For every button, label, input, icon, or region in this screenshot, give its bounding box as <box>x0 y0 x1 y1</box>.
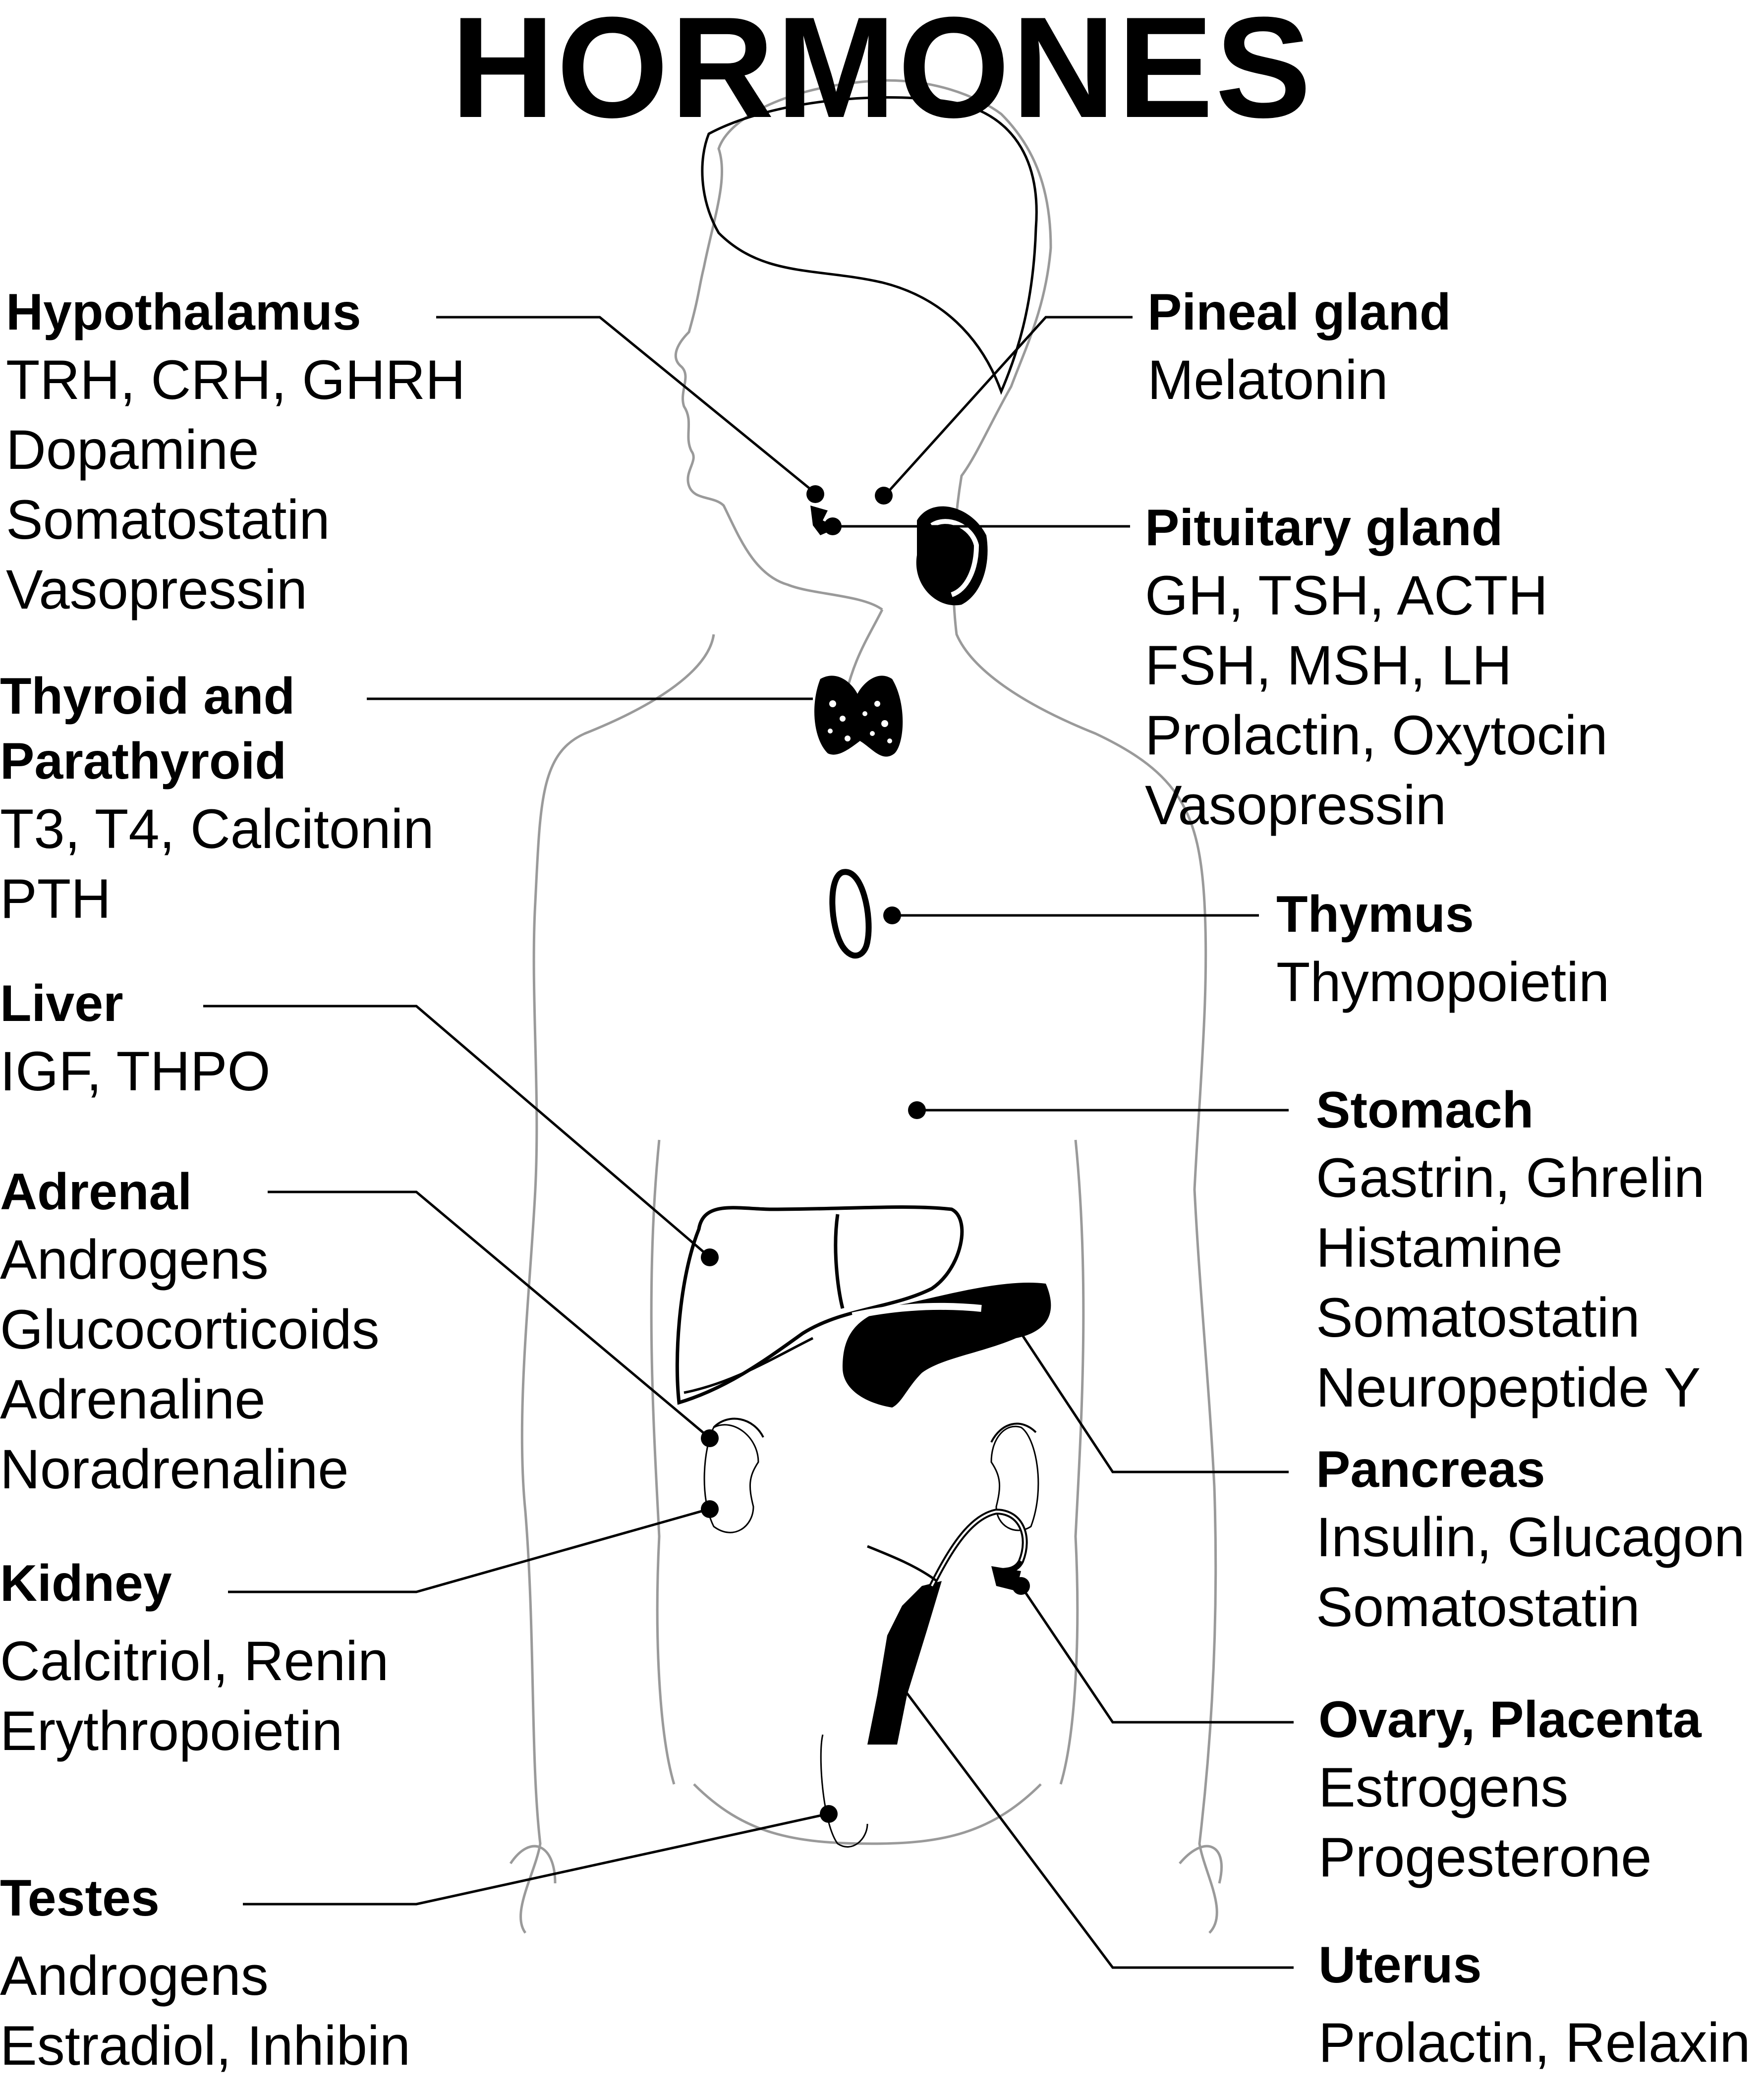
adrenal-left <box>713 1417 764 1438</box>
testes-dot <box>820 1805 838 1823</box>
hormone-line: T3, T4, Calcitonin <box>0 798 434 860</box>
pineal-dot <box>875 487 893 505</box>
label-pituitary: Pituitary gland GH, TSH, ACTH FSH, MSH, … <box>1145 496 1608 840</box>
gland-name: Pineal gland <box>1147 283 1451 341</box>
hormone-line: IGF, THPO <box>0 1040 271 1103</box>
hormone-line: Vasopressin <box>6 559 308 621</box>
pelvic-line <box>867 1545 938 1582</box>
liver-fold <box>834 1214 845 1309</box>
brain-outline <box>701 96 1038 395</box>
pituitary-dot <box>824 517 842 535</box>
kidney-leader <box>228 1508 709 1593</box>
testes-leader <box>243 1812 828 1906</box>
stomach-dot <box>908 1101 926 1119</box>
label-thymus: Thymus Thymopoietin <box>1276 882 1609 1017</box>
uterus-shape <box>867 1581 942 1745</box>
thymus-shape <box>829 869 872 959</box>
kidney-dot <box>701 1500 719 1518</box>
gland-name: Pituitary gland <box>1145 499 1503 557</box>
hormone-line: Somatostatin <box>1316 1287 1640 1349</box>
hormone-line: TRH, CRH, GHRH <box>6 349 466 411</box>
hormone-line: Prolactin, Relaxin <box>1318 2012 1751 2074</box>
hormone-line: Insulin, Glucagon <box>1316 1506 1745 1569</box>
hormone-line: Somatostatin <box>6 489 330 551</box>
hormone-line: FSH, MSH, LH <box>1145 634 1512 697</box>
liver-edge <box>683 1337 814 1394</box>
hormone-line: Dopamine <box>6 419 259 481</box>
hormone-line: Histamine <box>1316 1217 1563 1279</box>
gland-name-line: Thyroid and <box>0 668 295 725</box>
label-adrenal: Adrenal Androgens Glucocorticoids Adrena… <box>0 1160 380 1504</box>
gland-name: Ovary, Placenta <box>1318 1691 1702 1749</box>
hypothalamus-dot <box>806 485 824 503</box>
adrenal-dot <box>701 1429 719 1447</box>
hormone-line: Calcitriol, Renin <box>0 1630 389 1693</box>
hormone-line: Vasopressin <box>1145 774 1447 837</box>
liver-dot <box>701 1248 719 1266</box>
liver-shape <box>675 1205 964 1405</box>
gland-name: Thymus <box>1276 886 1474 943</box>
page-title: HORMONES <box>451 0 1313 148</box>
hormone-line: Estradiol, Inhibin <box>0 2015 411 2077</box>
hypothalamus-leader <box>436 316 816 494</box>
hormone-line: Thymopoietin <box>1276 951 1610 1014</box>
uterus-leader <box>896 1679 1294 1969</box>
adrenal-right <box>990 1422 1037 1443</box>
hormone-line: Estrogens <box>1318 1756 1569 1819</box>
gland-name: Pancreas <box>1316 1441 1545 1498</box>
label-pineal: Pineal gland Melatonin <box>1147 280 1451 415</box>
liver-leader <box>203 1005 710 1257</box>
hormone-line: Androgens <box>0 1229 269 1291</box>
hormone-line: PTH <box>0 868 111 930</box>
label-pancreas: Pancreas Insulin, Glucagon Somatostatin <box>1316 1437 1745 1642</box>
stomach-inner <box>852 1302 982 1319</box>
ovary-leader <box>1020 1585 1294 1724</box>
hormone-line: Prolactin, Oxytocin <box>1145 704 1608 767</box>
hormone-line: Neuropeptide Y <box>1316 1356 1701 1419</box>
hormone-line: Gastrin, Ghrelin <box>1316 1147 1705 1209</box>
stomach-shape <box>843 1283 1051 1408</box>
gland-name: Kidney <box>0 1555 172 1612</box>
label-kidney: Kidney Calcitriol, Renin Erythropoietin <box>0 1551 389 1766</box>
hormone-line: Melatonin <box>1147 349 1388 411</box>
torso-lines <box>509 1139 1223 1884</box>
fallopian-tube-inner <box>931 1510 1026 1586</box>
hormone-line: Adrenaline <box>0 1368 266 1431</box>
gland-name: Liver <box>0 975 123 1032</box>
label-stomach: Stomach Gastrin, Ghrelin Histamine Somat… <box>1316 1078 1705 1422</box>
body-outline-left <box>519 634 715 1934</box>
hormone-line: GH, TSH, ACTH <box>1145 565 1548 627</box>
pineal-leader <box>884 316 1133 497</box>
hormone-line: Progesterone <box>1318 1826 1652 1889</box>
hormone-line: Erythropoietin <box>0 1700 343 1762</box>
label-hypothalamus: Hypothalamus TRH, CRH, GHRH Dopamine Som… <box>6 280 465 624</box>
ovary-dot <box>1012 1577 1030 1595</box>
gland-name-line: Parathyroid <box>0 733 286 790</box>
gland-name: Stomach <box>1316 1081 1534 1139</box>
hormone-line: Androgens <box>0 1945 269 2007</box>
thyroid-shape <box>814 676 903 757</box>
thymus-dot <box>883 906 901 924</box>
thyroid-speckles <box>828 700 892 743</box>
label-uterus: Uterus Prolactin, Relaxin <box>1318 1933 1751 2078</box>
hormone-line: Somatostatin <box>1316 1576 1640 1638</box>
body-outline <box>674 79 1218 1934</box>
gland-name: Adrenal <box>0 1163 192 1221</box>
kidney-left <box>703 1424 759 1533</box>
gland-name: Hypothalamus <box>6 283 361 341</box>
pancreas-leader <box>1020 1332 1289 1473</box>
testes-shape <box>820 1734 868 1848</box>
cerebellum-detail <box>930 519 979 597</box>
hormone-line: Glucocorticoids <box>0 1299 380 1361</box>
gland-name: Testes <box>0 1869 160 1927</box>
gland-name: Uterus <box>1318 1936 1482 1994</box>
label-liver: Liver IGF, THPO <box>0 971 271 1106</box>
label-ovary: Ovary, Placenta Estrogens Progesterone <box>1318 1688 1702 1892</box>
adrenal-leader <box>268 1190 710 1438</box>
label-thyroid: Thyroid and Parathyroid T3, T4, Calciton… <box>0 664 434 934</box>
label-testes: Testes Androgens Estradiol, Inhibin <box>0 1866 410 2081</box>
hormone-line: Noradrenaline <box>0 1438 349 1501</box>
